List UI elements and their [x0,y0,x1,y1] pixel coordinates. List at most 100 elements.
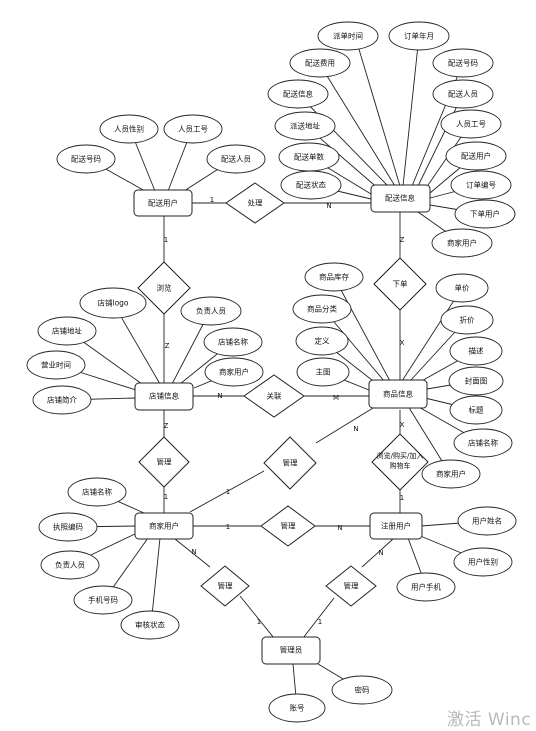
relation-admin-manage-right: 管理 [325,565,377,607]
attr-merchant-user-4: 审核状态 [120,610,180,640]
svg-text:配送状态: 配送状态 [296,180,326,190]
svg-text:配送信息: 配送信息 [283,89,313,99]
attr-delivery-info-10: 配送状态 [280,170,342,200]
attr-product-info-3: 定义 [295,326,349,356]
svg-text:封面图: 封面图 [465,376,488,386]
svg-text:管理员: 管理员 [280,645,303,655]
attr-product-info-4: 折价 [440,305,494,335]
attr-delivery-user-1: 人员性别 [99,114,159,144]
svg-text:配送人员: 配送人员 [221,154,251,164]
card-admin-right: 1 [318,618,322,626]
entity-delivery-user: 配送用户 [133,189,193,217]
svg-text:订单编号: 订单编号 [466,180,496,190]
card-handle-di: N [326,202,331,210]
attr-delivery-info-1: 订单年月 [388,21,450,51]
svg-text:店铺信息: 店铺信息 [149,391,179,401]
svg-text:下单: 下单 [393,279,408,289]
card-order-prod: X [400,339,405,347]
svg-text:用户手机: 用户手机 [411,582,441,592]
svg-text:手机号码: 手机号码 [88,595,118,605]
card-browse-shop: Z [165,342,170,350]
svg-text:订单年月: 订单年月 [404,31,434,41]
entity-shop-info: 店铺信息 [134,382,194,411]
attr-delivery-info-9: 配送用户 [445,141,507,171]
svg-text:配送费用: 配送费用 [305,58,335,68]
entity-admin: 管理员 [261,636,321,665]
svg-text:处理: 处理 [248,198,263,208]
svg-text:人员性别: 人员性别 [114,124,144,134]
card-merchant-manage-prod: 1 [226,488,230,496]
svg-text:密码: 密码 [355,685,370,695]
svg-text:配送信息: 配送信息 [385,193,415,203]
relation-manage-shop: 管理 [138,436,190,488]
relation-view-buy: 浏览/购买/加入购物车 [371,433,429,491]
svg-text:店铺简介: 店铺简介 [47,395,77,405]
svg-text:账号: 账号 [290,704,305,713]
svg-text:配送号码: 配送号码 [71,154,101,164]
attr-product-info-8: 标题 [449,395,503,425]
attr-delivery-info-4: 配送信息 [267,79,329,109]
card-shop-rel: N [217,392,222,400]
svg-text:商家用户: 商家用户 [436,469,466,479]
svg-text:用户姓名: 用户姓名 [472,516,502,526]
attr-registered-user-0: 用户姓名 [457,506,517,536]
card-di-order: Z [400,236,405,244]
card-manage-merchant: 1 [164,493,168,501]
attr-delivery-info-13: 商家用户 [431,228,493,258]
svg-text:描述: 描述 [469,346,484,356]
svg-text:单价: 单价 [455,283,470,293]
svg-text:配送单数: 配送单数 [294,152,324,162]
entity-merchant-user: 商家用户 [134,512,194,540]
svg-text:管理: 管理 [218,581,233,591]
attr-merchant-user-2: 负责人员 [40,550,100,580]
attr-shop-info-5: 商家用户 [204,357,264,387]
svg-text:派单时间: 派单时间 [333,31,363,41]
attr-merchant-user-1: 执照编码 [38,512,98,542]
svg-text:浏览: 浏览 [157,283,172,293]
cardinality-labels: 1 N 1 Z Z X N M Z 1 1 N 1 N X 1 N 1 N 1 [164,196,405,626]
svg-text:商品库存: 商品库存 [319,272,349,282]
svg-text:配送号码: 配送号码 [448,58,478,68]
svg-text:店铺地址: 店铺地址 [52,326,82,336]
activation-watermark: 激活 Winc [447,710,532,730]
svg-text:浏览/购买/加入购物车: 浏览/购买/加入购物车 [377,451,424,470]
svg-text:人员工号: 人员工号 [456,120,486,129]
svg-text:管理: 管理 [157,457,172,467]
svg-text:派送地址: 派送地址 [290,121,320,131]
svg-text:人员工号: 人员工号 [178,125,208,134]
attr-shop-info-3: 店铺名称 [203,327,263,357]
attr-delivery-info-0: 派单时间 [317,21,379,51]
attr-product-info-0: 商品库存 [304,262,364,292]
attr-delivery-info-6: 派送地址 [274,111,336,141]
attr-product-info-1: 商品分类 [292,294,352,324]
svg-text:店铺名称: 店铺名称 [82,487,112,497]
relation-related: 关联 [243,374,305,418]
svg-text:注册用户: 注册用户 [381,521,411,531]
svg-text:店铺名称: 店铺名称 [468,438,498,448]
entity-product-info: 商品信息 [368,379,428,409]
attr-delivery-info-8: 配送单数 [278,142,340,172]
attr-delivery-info-12: 下单用户 [454,199,516,229]
attr-shop-info-0: 店铺logo [79,287,147,319]
attr-delivery-user-2: 人员工号 [163,114,223,144]
svg-text:下单用户: 下单用户 [470,209,500,219]
svg-text:负责人员: 负责人员 [196,306,226,316]
card-admin-left: 1 [257,618,261,626]
svg-text:关联: 关联 [267,391,282,401]
svg-text:审核状态: 审核状态 [135,620,165,630]
attr-product-info-6: 描述 [449,336,503,366]
svg-text:管理: 管理 [281,521,296,531]
card-manage-reg: N [337,524,342,532]
entity-delivery-info: 配送信息 [370,184,431,213]
relation-manage-users: 管理 [260,505,316,547]
svg-text:商品信息: 商品信息 [383,389,413,399]
attr-shop-info-6: 店铺简介 [32,385,92,415]
svg-text:配送用户: 配送用户 [148,198,178,208]
svg-text:商家用户: 商家用户 [447,238,477,248]
svg-text:管理: 管理 [344,581,359,591]
card-manage-prod: N [353,425,358,433]
card-merchant-manage-reg: 1 [226,523,230,531]
attr-delivery-info-5: 配送人员 [432,79,494,109]
attr-delivery-info-7: 人员工号 [440,109,502,139]
attr-registered-user-1: 用户性别 [453,547,513,577]
